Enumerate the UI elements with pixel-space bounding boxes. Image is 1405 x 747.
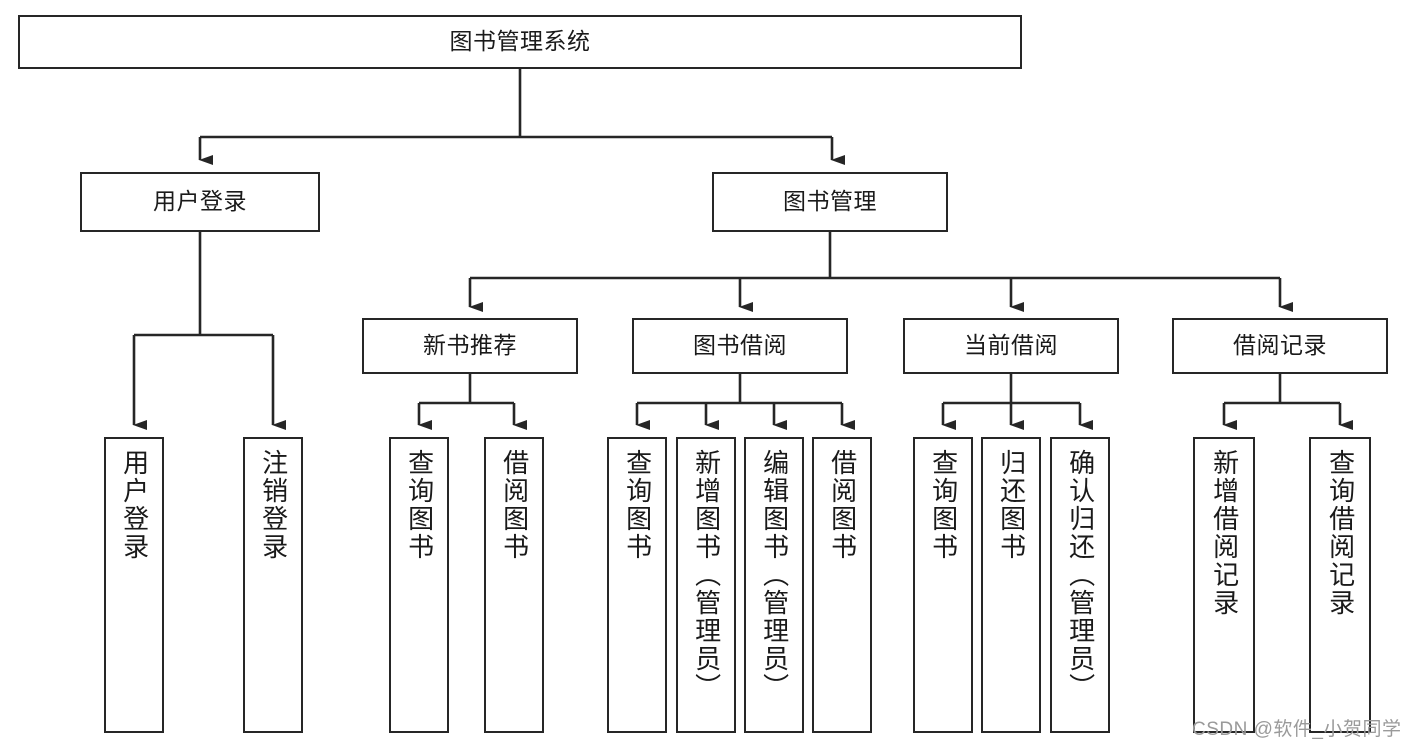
node-leaf-query-book-3-label: 查询图书	[928, 449, 959, 561]
node-leaf-add-book[interactable]: 新增图书（管理员）	[676, 437, 736, 733]
node-current-borrow[interactable]: 当前借阅	[903, 318, 1119, 374]
node-leaf-add-book-label: 新增图书（管理员）	[691, 449, 722, 701]
node-leaf-query-record-label: 查询借阅记录	[1325, 449, 1356, 617]
node-root-label: 图书管理系统	[449, 28, 591, 55]
node-leaf-user-login-label: 用户登录	[119, 449, 150, 561]
node-leaf-query-book-1[interactable]: 查询图书	[389, 437, 449, 733]
node-leaf-logout-label: 注销登录	[258, 449, 289, 561]
node-new-book-recommend-label: 新书推荐	[423, 332, 517, 359]
node-leaf-add-record-label: 新增借阅记录	[1209, 449, 1240, 617]
node-leaf-query-book-1-label: 查询图书	[404, 449, 435, 561]
node-leaf-confirm-return[interactable]: 确认归还（管理员）	[1050, 437, 1110, 733]
node-leaf-borrow-book-2-label: 借阅图书	[827, 449, 858, 561]
node-leaf-confirm-return-label: 确认归还（管理员）	[1065, 449, 1096, 701]
node-current-borrow-label: 当前借阅	[964, 332, 1058, 359]
node-leaf-edit-book[interactable]: 编辑图书（管理员）	[744, 437, 804, 733]
node-leaf-return-book[interactable]: 归还图书	[981, 437, 1041, 733]
node-new-book-recommend[interactable]: 新书推荐	[362, 318, 578, 374]
node-user-login[interactable]: 用户登录	[80, 172, 320, 232]
node-root[interactable]: 图书管理系统	[18, 15, 1022, 69]
node-book-borrow-label: 图书借阅	[693, 332, 787, 359]
node-book-manage[interactable]: 图书管理	[712, 172, 948, 232]
node-borrow-record-label: 借阅记录	[1233, 332, 1327, 359]
node-book-manage-label: 图书管理	[783, 188, 877, 215]
node-leaf-edit-book-label: 编辑图书（管理员）	[759, 449, 790, 701]
node-leaf-add-record[interactable]: 新增借阅记录	[1193, 437, 1255, 733]
node-leaf-return-book-label: 归还图书	[996, 449, 1027, 561]
node-leaf-query-record[interactable]: 查询借阅记录	[1309, 437, 1371, 733]
node-leaf-borrow-book-1-label: 借阅图书	[499, 449, 530, 561]
node-book-borrow[interactable]: 图书借阅	[632, 318, 848, 374]
node-leaf-query-book-3[interactable]: 查询图书	[913, 437, 973, 733]
node-leaf-logout[interactable]: 注销登录	[243, 437, 303, 733]
node-leaf-query-book-2[interactable]: 查询图书	[607, 437, 667, 733]
node-user-login-label: 用户登录	[153, 188, 247, 215]
node-leaf-query-book-2-label: 查询图书	[622, 449, 653, 561]
node-leaf-borrow-book-1[interactable]: 借阅图书	[484, 437, 544, 733]
node-leaf-borrow-book-2[interactable]: 借阅图书	[812, 437, 872, 733]
node-leaf-user-login[interactable]: 用户登录	[104, 437, 164, 733]
csdn-watermark: CSDN @软件_小贺同学	[1192, 719, 1402, 740]
node-borrow-record[interactable]: 借阅记录	[1172, 318, 1388, 374]
